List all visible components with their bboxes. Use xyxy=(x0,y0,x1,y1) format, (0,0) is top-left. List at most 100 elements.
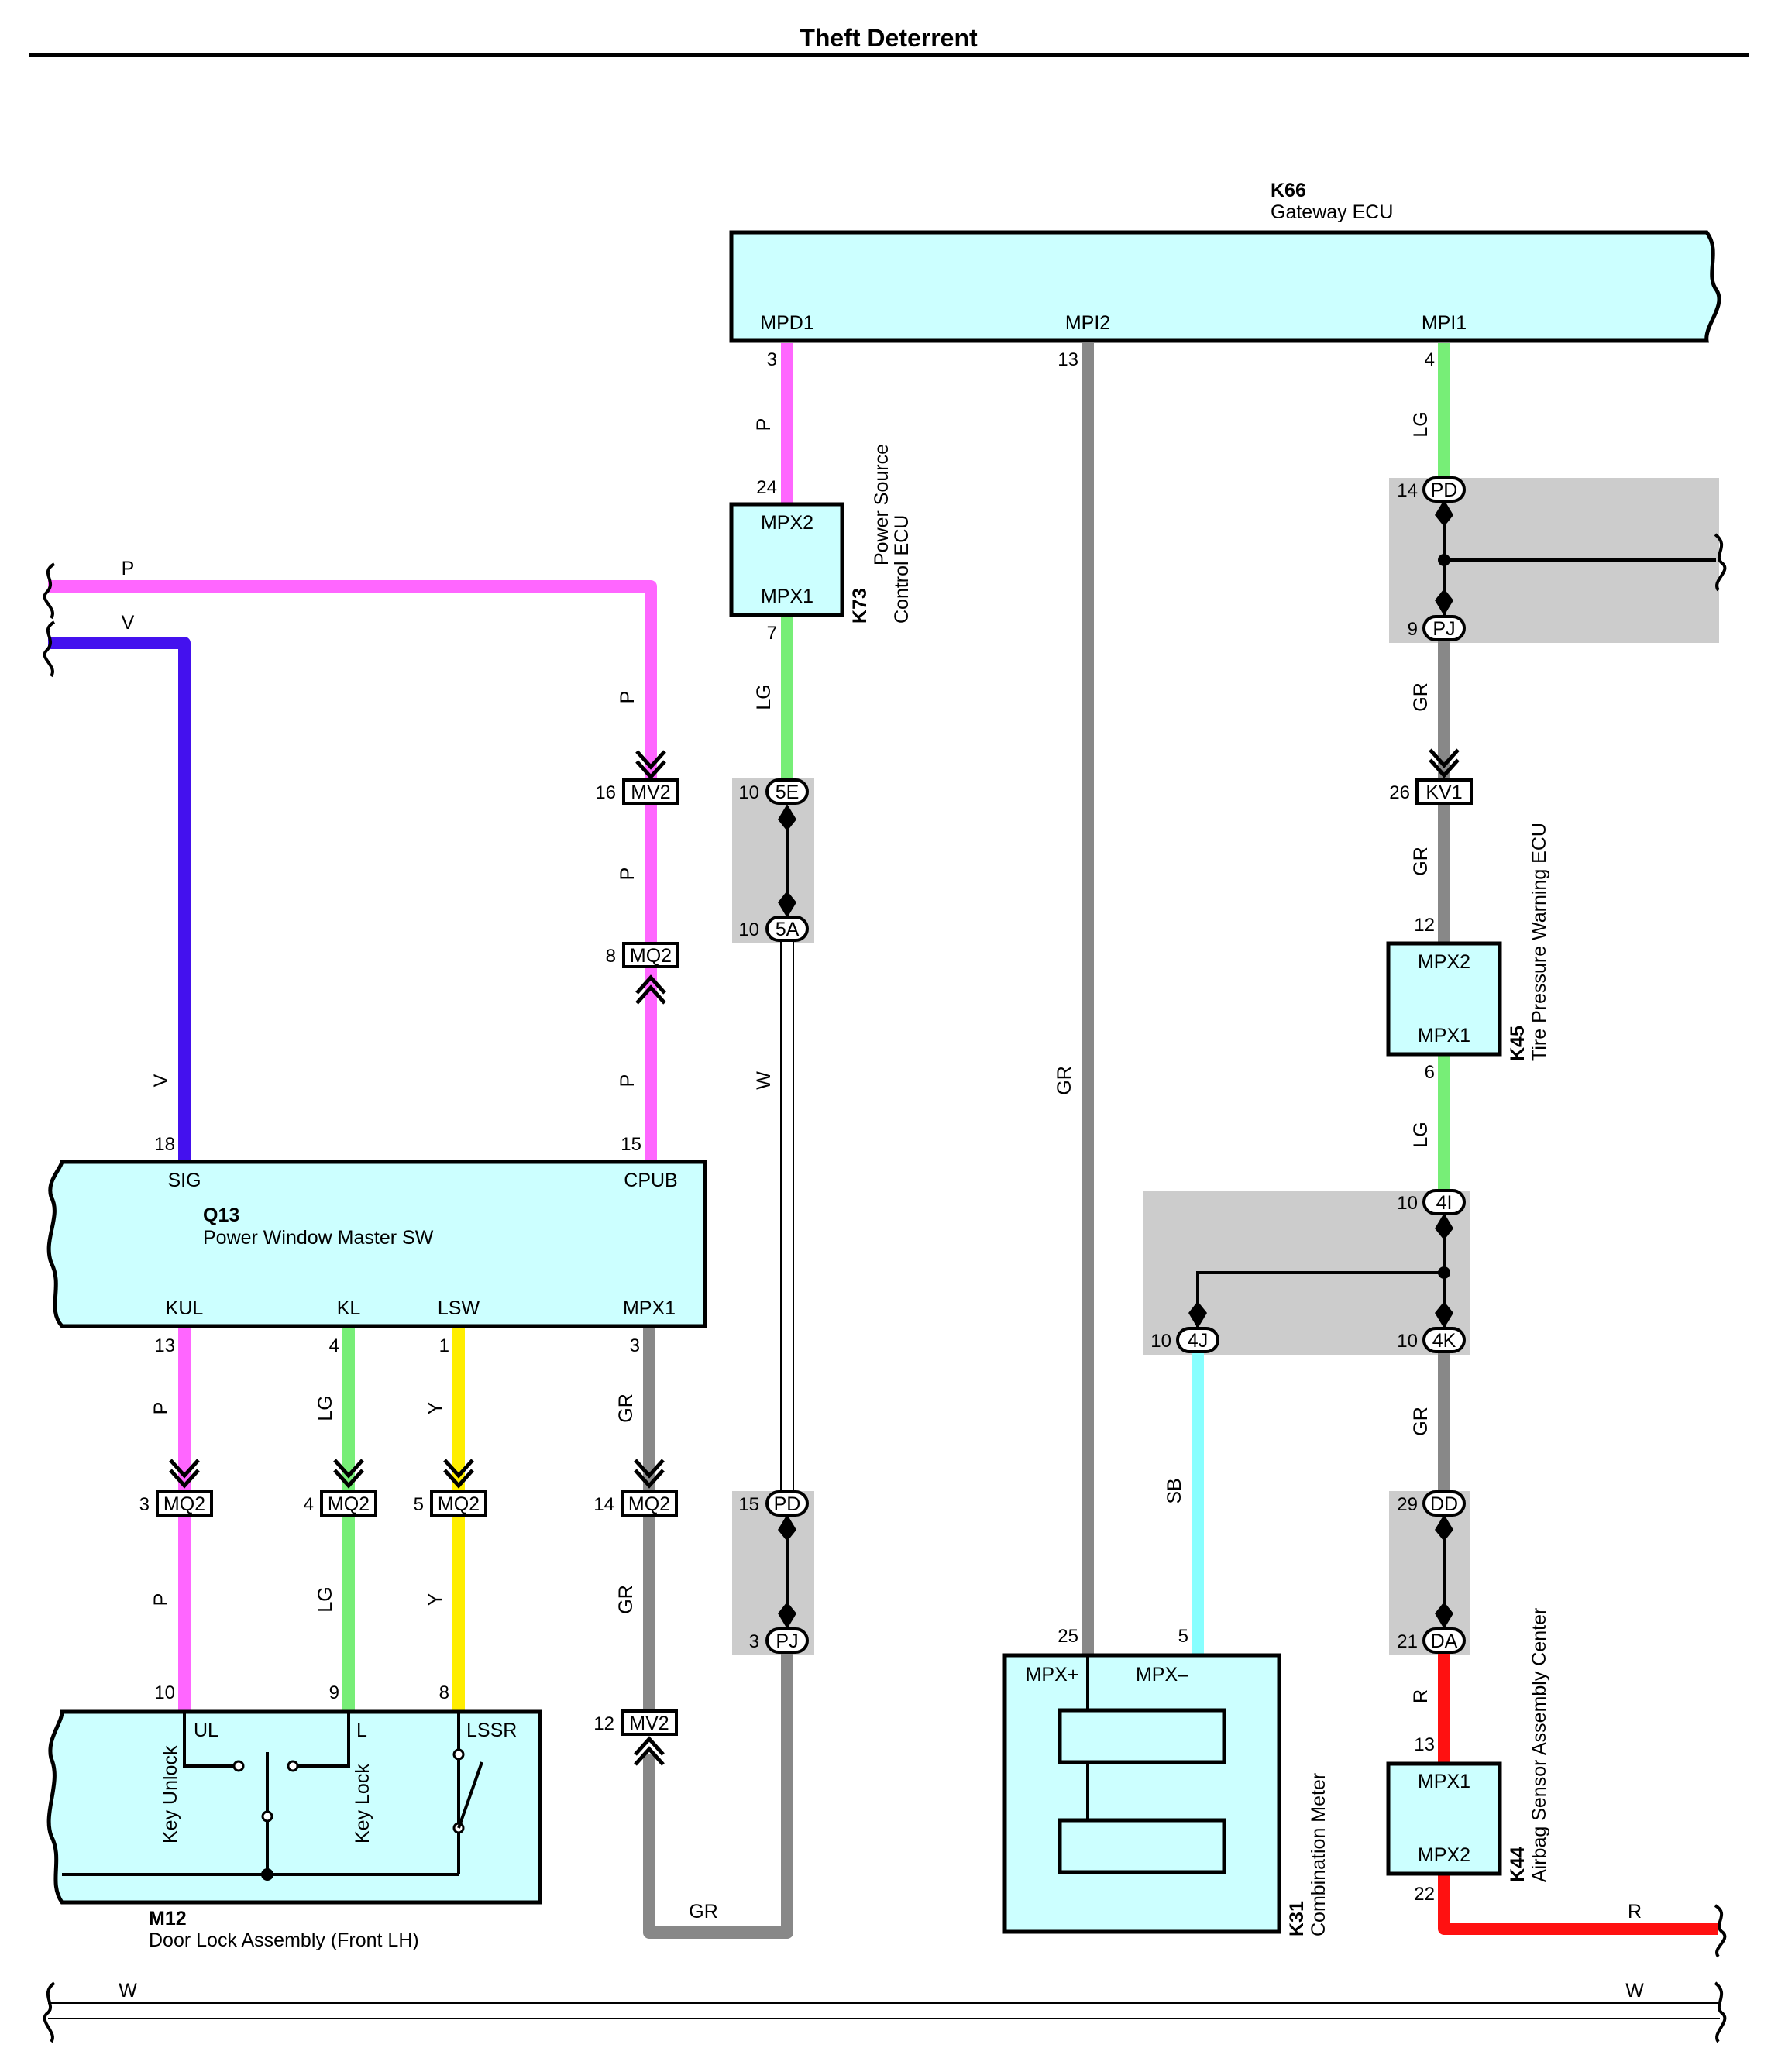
arrow-down xyxy=(1435,589,1453,616)
k44-pin-top: MPX1 xyxy=(1418,1771,1470,1792)
junction-label: PD xyxy=(774,1493,801,1515)
junction-block-pd-pj-lower xyxy=(732,1491,814,1655)
chevron-down-icon xyxy=(169,1459,200,1489)
junction-label: DD xyxy=(1430,1493,1458,1515)
k44-pin-bottom: MPX2 xyxy=(1418,1844,1470,1866)
arrow-up xyxy=(778,1514,796,1541)
q13-code: Q13 xyxy=(203,1204,239,1226)
wire-label: LG xyxy=(315,1586,336,1612)
pin-number: 10 xyxy=(738,782,759,803)
wire-label: P xyxy=(122,558,135,579)
wire-r-out xyxy=(1438,1874,1718,1935)
splice-dot xyxy=(261,1868,273,1881)
k45-tire-pressure-warning-ecu xyxy=(1386,941,1502,1057)
wire-label: V xyxy=(150,1074,172,1087)
pin-number: 15 xyxy=(738,1494,759,1515)
pin-number: 16 xyxy=(595,782,616,803)
pin-number: 14 xyxy=(1397,480,1418,501)
m12-name: Door Lock Assembly (Front LH) xyxy=(149,1929,419,1951)
break-mark-w-left xyxy=(43,1981,56,2043)
pin-number: 3 xyxy=(139,1494,150,1515)
chevron-down-icon xyxy=(333,1459,364,1489)
connector-mq2-lsw xyxy=(430,1490,487,1517)
k31-pin-mpx-minus: MPX– xyxy=(1136,1664,1188,1685)
wire-label: W xyxy=(119,1980,137,2002)
pin-number: 24 xyxy=(756,477,777,498)
wire-p-cpub xyxy=(48,580,657,1160)
pin-number: 29 xyxy=(1397,1494,1418,1515)
pin-number: 25 xyxy=(1058,1626,1078,1647)
switch-contact xyxy=(232,1760,245,1772)
pin-number: 26 xyxy=(1389,782,1410,803)
k45-code: K45 xyxy=(1507,1026,1529,1061)
k66-pin-mpi2: MPI2 xyxy=(1065,312,1110,334)
junction-j-5a xyxy=(765,916,809,942)
lssr-switch-blade xyxy=(457,1761,483,1829)
pin-number: 10 xyxy=(1397,1331,1418,1352)
pin-number: 3 xyxy=(767,349,777,370)
m12-switch-key-lock: Key Lock xyxy=(352,1764,373,1843)
k66-gateway-ecu xyxy=(729,230,1721,343)
wire-label: Y xyxy=(425,1401,446,1414)
connector-mq2-a xyxy=(622,942,679,968)
pin-number: 14 xyxy=(593,1494,614,1515)
connector-label: KV1 xyxy=(1425,782,1462,803)
break-mark-r xyxy=(1714,1904,1727,1958)
q13-pin-sig: SIG xyxy=(167,1170,201,1191)
wire-label: V xyxy=(122,612,135,634)
pin-number: 3 xyxy=(749,1631,759,1652)
junction-label: PD xyxy=(1431,479,1458,501)
pin-number: 10 xyxy=(154,1682,175,1703)
junction-label: PJ xyxy=(1432,618,1455,640)
k44-airbag-sensor-assembly-center xyxy=(1386,1761,1502,1876)
junction-label: 5A xyxy=(776,919,800,940)
wire-label: GR xyxy=(1410,682,1432,712)
arrow-up xyxy=(1435,500,1453,527)
pin-number: 7 xyxy=(767,623,777,644)
pin-number: 9 xyxy=(329,1682,339,1703)
k73-name-line1: Power Source xyxy=(871,444,892,565)
junction-label: 4J xyxy=(1188,1330,1208,1352)
splice-dot xyxy=(1438,1266,1450,1279)
wire-label: GR xyxy=(615,1393,637,1423)
junction-j-4k xyxy=(1422,1327,1466,1353)
k44-name: Airbag Sensor Assembly Center xyxy=(1529,1608,1550,1882)
break-mark-v xyxy=(43,620,56,678)
wire-gr-loop xyxy=(643,1640,793,1939)
wire-label: R xyxy=(1628,1901,1642,1923)
connector-mv2-b xyxy=(621,1709,678,1736)
wire-label: R xyxy=(1410,1689,1432,1703)
k31-pin-mpx-plus: MPX+ xyxy=(1026,1664,1079,1685)
connector-mq2-kul xyxy=(156,1490,213,1517)
k66-pin-mpi1: MPI1 xyxy=(1422,312,1467,334)
switch-contact xyxy=(452,1748,465,1761)
k31-name: Combination Meter xyxy=(1308,1773,1329,1936)
k73-code: K73 xyxy=(849,588,871,624)
k66-name: Gateway ECU xyxy=(1271,201,1393,223)
wire-label: GR xyxy=(1410,847,1432,876)
k66-pin-mpd1: MPD1 xyxy=(760,312,813,334)
switch-contact xyxy=(287,1760,299,1772)
chevron-down-icon xyxy=(634,1459,665,1489)
k31-combination-meter xyxy=(1002,1653,1281,1934)
wire-label: W xyxy=(753,1071,775,1090)
wire-label: LG xyxy=(753,684,775,710)
q13-pin-lsw: LSW xyxy=(438,1297,480,1319)
m12-pin-lssr: LSSR xyxy=(466,1720,517,1741)
title-rule xyxy=(29,53,1749,57)
chevron-up-icon xyxy=(635,974,666,1005)
splice-dot xyxy=(1438,554,1450,566)
pin-number: 4 xyxy=(329,1335,339,1356)
connector-mv2-a xyxy=(622,778,679,805)
connector-label: MV2 xyxy=(629,1713,669,1734)
connector-label: MQ2 xyxy=(630,945,672,967)
junction-label: 5E xyxy=(776,782,800,803)
connector-label: MQ2 xyxy=(328,1493,370,1515)
pin-number: 13 xyxy=(1058,349,1078,370)
connector-label: MQ2 xyxy=(628,1493,670,1515)
k31-code: K31 xyxy=(1286,1901,1308,1936)
m12-switch-key-unlock: Key Unlock xyxy=(160,1745,181,1843)
arrow-down xyxy=(1188,1301,1207,1328)
wire-label: W xyxy=(1625,1980,1644,2002)
wire-label: P xyxy=(150,1402,172,1415)
